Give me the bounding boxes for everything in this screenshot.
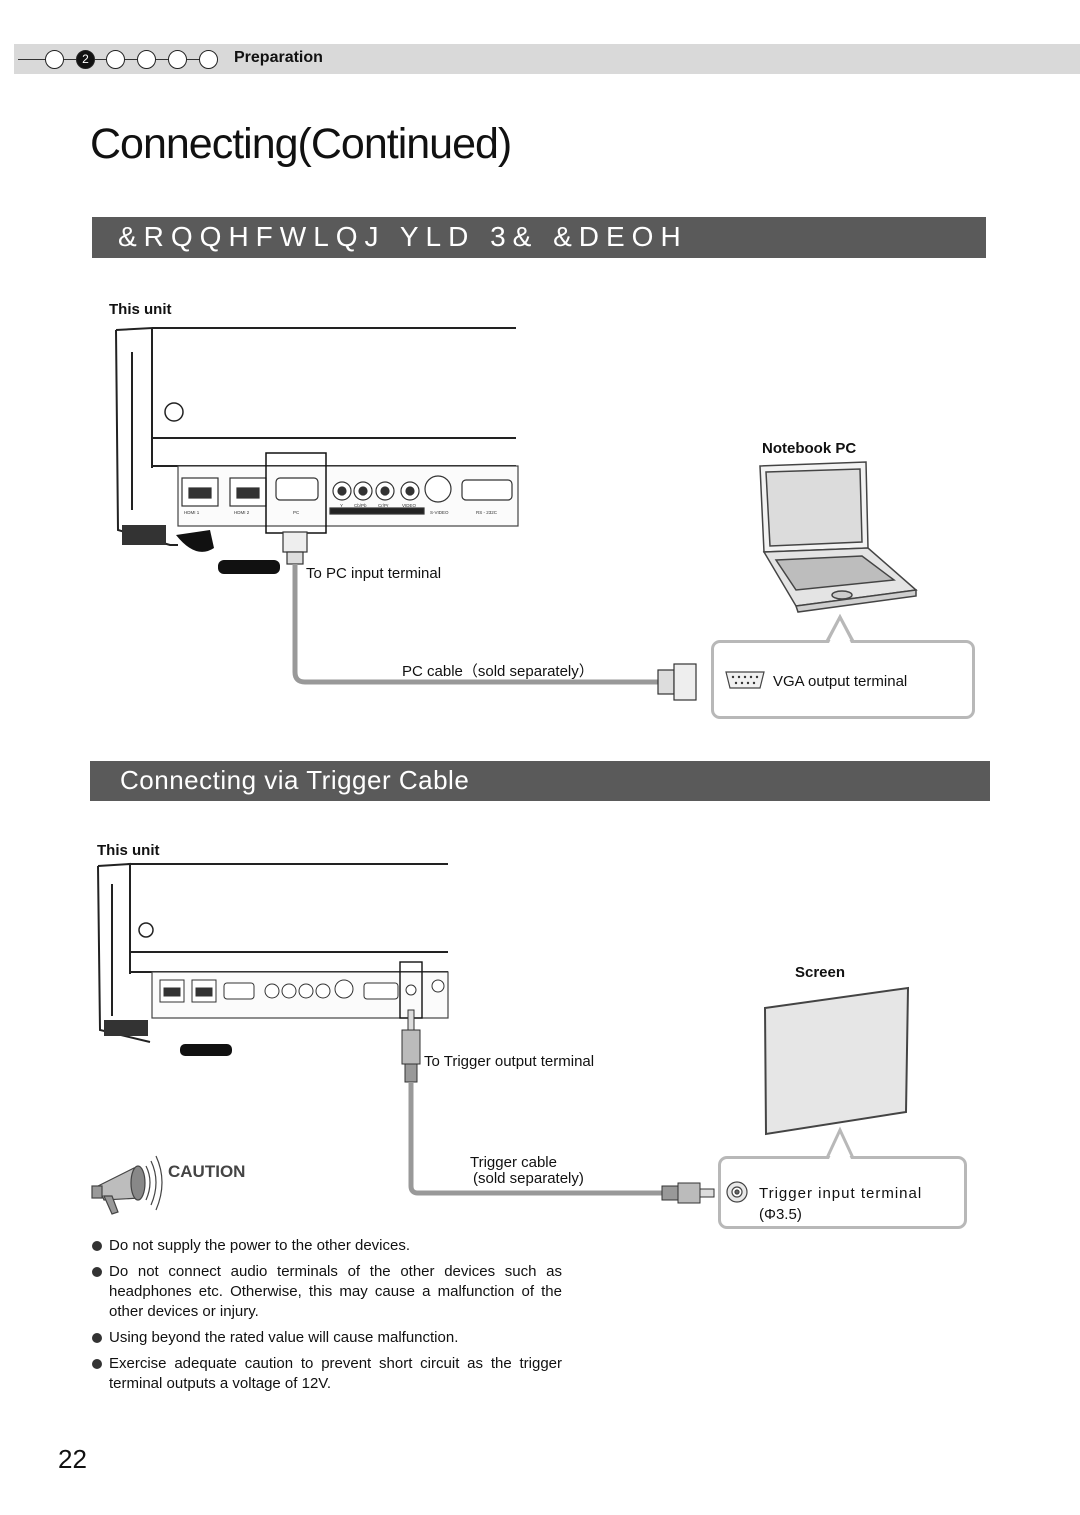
step-circle bbox=[137, 50, 156, 69]
trigger-input-spec: (Φ3.5) bbox=[759, 1206, 802, 1223]
projector-pc-diagram: HDMI 1 HDMI 2 PC Y Cb/Pb Cr/Pr VIDEO S-V… bbox=[115, 326, 918, 701]
step-connector bbox=[125, 59, 137, 60]
terminal-panel-2 bbox=[159, 961, 445, 1019]
panel-labels: HDMI 1 HDMI 2 PC Y Cb/Pb Cr/Pr VIDEO S-V… bbox=[184, 503, 498, 515]
notebook-pc bbox=[759, 461, 918, 613]
step-connector bbox=[64, 59, 76, 60]
pc-cable-label: PC cable（sold separately） bbox=[402, 663, 594, 680]
page-number: 22 bbox=[58, 1444, 87, 1474]
this-unit-label-2: This unit bbox=[97, 842, 160, 859]
caution-item: Exercise adequate caution to prevent sho… bbox=[92, 1354, 562, 1394]
projector-trigger-diagram bbox=[91, 862, 910, 1215]
svg-text:PC: PC bbox=[293, 510, 300, 515]
vga-plug-end bbox=[657, 663, 697, 701]
trigger-output-label: To Trigger output terminal bbox=[424, 1053, 595, 1070]
projector-foot-rear bbox=[176, 530, 214, 552]
step-circle bbox=[106, 50, 125, 69]
header-line bbox=[18, 59, 62, 60]
svg-text:HDMI 2: HDMI 2 bbox=[234, 510, 250, 515]
projector-foot bbox=[218, 560, 280, 574]
vga-output-label: VGA output terminal bbox=[773, 673, 908, 690]
step-connector bbox=[156, 59, 168, 60]
svg-text:Cr/Pr: Cr/Pr bbox=[378, 503, 389, 508]
trigger-plug-end bbox=[661, 1182, 715, 1204]
step-connector bbox=[187, 59, 199, 60]
step-circle bbox=[45, 50, 64, 69]
page-title: Connecting(Continued) bbox=[90, 120, 512, 168]
step-circle bbox=[199, 50, 218, 69]
svg-text:Cb/Pb: Cb/Pb bbox=[354, 503, 367, 508]
svg-text:S-VIDEO: S-VIDEO bbox=[430, 510, 449, 515]
step-connector bbox=[95, 59, 106, 60]
caution-item: Do not connect audio terminals of the ot… bbox=[92, 1262, 562, 1322]
pc-cable bbox=[292, 564, 660, 685]
section-breadcrumb: Preparation bbox=[234, 49, 323, 66]
terminal-panel bbox=[181, 452, 513, 534]
caution-label: CAUTION bbox=[168, 1162, 246, 1181]
notebook-pc-label: Notebook PC bbox=[762, 440, 857, 457]
trigger-plug-top bbox=[401, 1009, 421, 1083]
megaphone-icon bbox=[91, 1155, 163, 1215]
pc-input-terminal-label: To PC input terminal bbox=[306, 565, 442, 582]
svg-text:RS - 232C: RS - 232C bbox=[476, 510, 498, 515]
section-heading-trigger-cable: Connecting via Trigger Cable bbox=[90, 761, 990, 801]
step-circle: 2 bbox=[76, 50, 95, 69]
screen-label: Screen bbox=[795, 964, 846, 981]
svg-text:VIDEO: VIDEO bbox=[402, 503, 417, 508]
trigger-jack-icon bbox=[726, 1181, 748, 1203]
svg-text:Y: Y bbox=[340, 503, 343, 508]
caution-list: Do not supply the power to the other dev… bbox=[92, 1236, 562, 1400]
vent-grille bbox=[122, 525, 166, 545]
step-circle bbox=[168, 50, 187, 69]
this-unit-label: This unit bbox=[109, 301, 172, 318]
trigger-callout-overlay bbox=[726, 1126, 855, 1203]
trigger-cable-sold-label: (sold separately) bbox=[473, 1170, 584, 1187]
vga-callout-overlay bbox=[725, 613, 855, 689]
caution-item: Do not supply the power to the other dev… bbox=[92, 1236, 562, 1256]
trigger-cable-label: Trigger cable bbox=[470, 1154, 557, 1171]
svg-text:HDMI 1: HDMI 1 bbox=[184, 510, 200, 515]
trigger-input-label: Trigger input terminal bbox=[759, 1185, 923, 1202]
trigger-cable bbox=[408, 1082, 664, 1196]
section-heading-pc-cable: &RQQHFWLQJ YLD 3& &DEOH bbox=[92, 217, 986, 258]
screen-illustration bbox=[763, 986, 910, 1136]
caution-item: Using beyond the rated value will cause … bbox=[92, 1328, 562, 1348]
